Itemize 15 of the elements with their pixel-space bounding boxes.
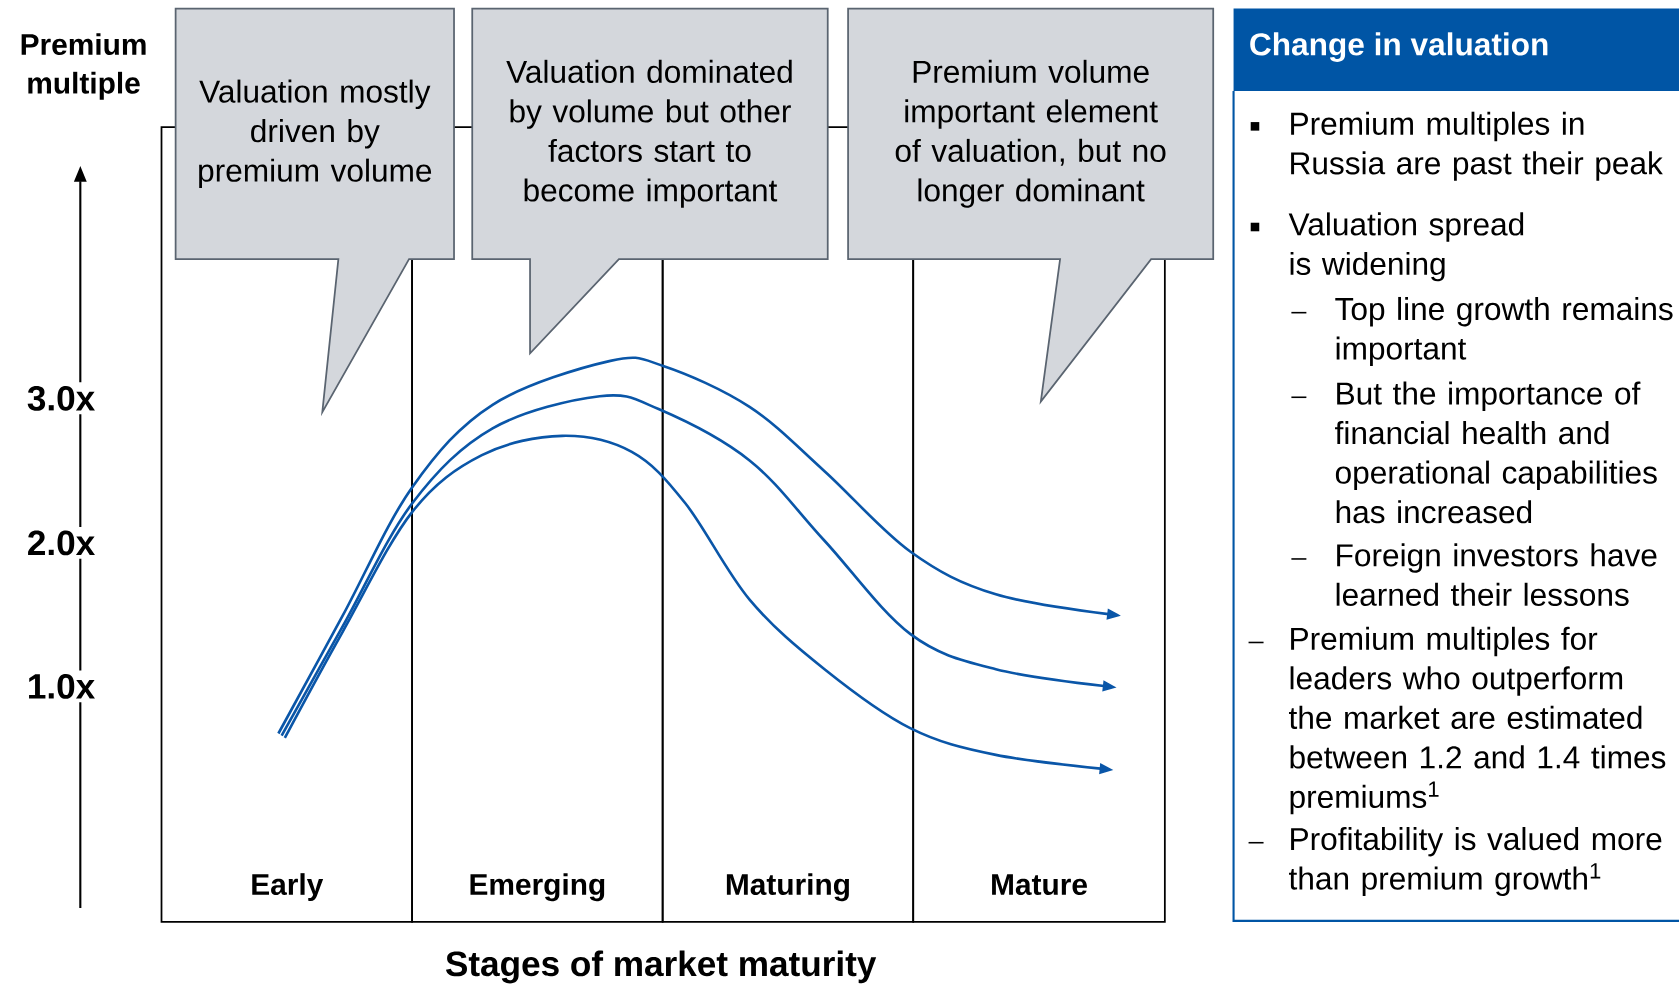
list-item: Valuation spread is widening	[1250, 212, 1524, 282]
list-item: Top line growth remains important	[1290, 296, 1673, 366]
callout-box: Premium volume important element of valuation, but no longer dominant	[847, 7, 1215, 405]
list-item: But the importance of financial health and operational capabilities has increased	[1290, 381, 1657, 524]
tick-label: 3.0x	[23, 382, 99, 415]
tick-label: 2.0x	[23, 526, 99, 559]
list-item: Premium multiples for leaders who outperform the market are estimated between 1.2 and 1.4 times premiums$^{1}$	[1247, 626, 1666, 815]
callout-box: Valuation mostly driven by premium volume	[174, 7, 455, 417]
tick-label: 1.0x	[23, 670, 99, 703]
list-item: Foreign investors have learned their lessons	[1290, 543, 1657, 606]
axis-title: Stages of market maturity	[441, 946, 880, 987]
list-item: Premium multiples in Russia are past their peak	[1250, 111, 1663, 181]
axis-title: Premium multiple	[10, 29, 157, 103]
list-item: Profitability is valued more than premium growth$^{1}$	[1247, 826, 1662, 896]
callout-box: Valuation dominated by volume but other factors start to become important	[471, 7, 829, 356]
